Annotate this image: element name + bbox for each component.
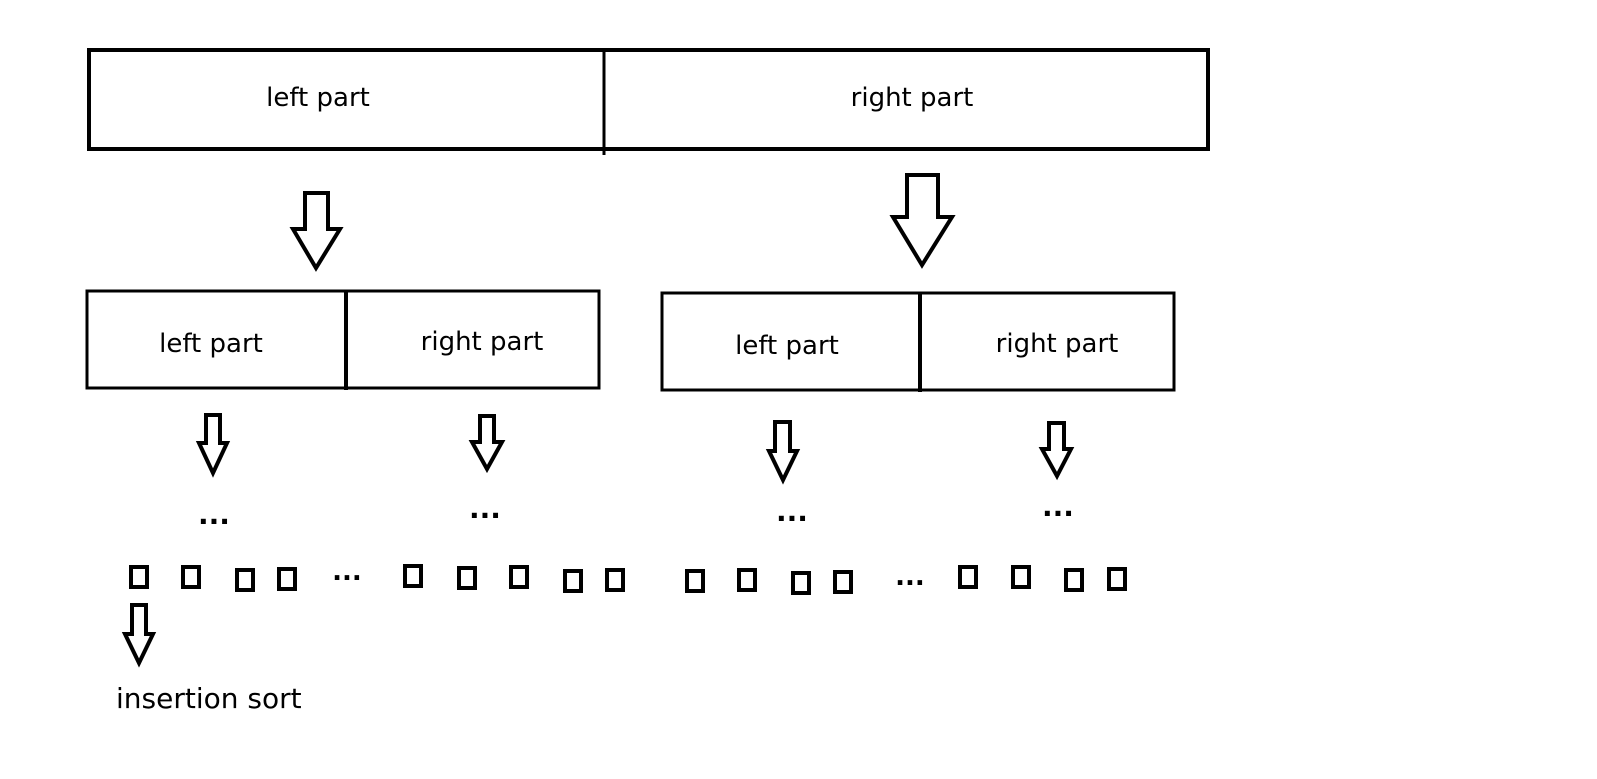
leaf-element-square (129, 565, 149, 589)
leaf-element-square (457, 566, 477, 590)
leaf-element-square (1011, 565, 1031, 589)
leaf-element-square (1064, 568, 1084, 592)
sub2-left-part-label: left part (735, 331, 839, 361)
top-right-part-label: right part (851, 83, 974, 113)
left-subarray-outline (85, 289, 601, 390)
insertion-sort-label: insertion sort (116, 682, 302, 715)
down-arrow-icon (195, 413, 231, 478)
down-arrow-icon (765, 420, 801, 485)
ellipsis-text: ... (469, 492, 501, 525)
leaf-element-square (181, 565, 201, 589)
right-subarray-box: left part right part (660, 291, 1176, 392)
leaf-element-square (833, 570, 853, 594)
leaf-element-square (1107, 567, 1127, 591)
left-subarray-box: left part right part (85, 289, 601, 390)
ellipsis-text: ... (776, 495, 808, 528)
ellipsis-text: ... (198, 498, 230, 531)
ellipsis-text: ... (1042, 490, 1074, 523)
leaf-element-square (277, 567, 297, 591)
sub1-left-part-label: left part (159, 329, 263, 359)
leaf-element-square (605, 568, 625, 592)
down-arrow-icon (1038, 421, 1075, 481)
leaf-element-square (737, 568, 757, 592)
top-array-outline (87, 48, 1210, 151)
leaf-elements-row (129, 564, 1127, 595)
leaf-element-square (403, 564, 423, 588)
sub2-right-part-label: right part (996, 329, 1119, 359)
down-arrow-icon (889, 173, 956, 269)
leaf-element-square (235, 568, 255, 592)
down-arrow-icon (468, 414, 506, 474)
down-arrow-icon (121, 603, 157, 668)
top-left-part-label: left part (266, 83, 370, 113)
ellipsis-text: ... (895, 562, 925, 592)
down-arrow-icon (289, 191, 344, 272)
ellipsis-text: ... (332, 557, 362, 587)
leaf-element-square (509, 565, 529, 589)
leaf-element-square (685, 569, 705, 593)
leaf-element-square (791, 571, 811, 595)
sub1-right-part-label: right part (421, 327, 544, 357)
leaf-element-square (563, 569, 583, 593)
leaf-element-square (958, 565, 978, 589)
top-array-box: left part right part (87, 48, 1210, 155)
